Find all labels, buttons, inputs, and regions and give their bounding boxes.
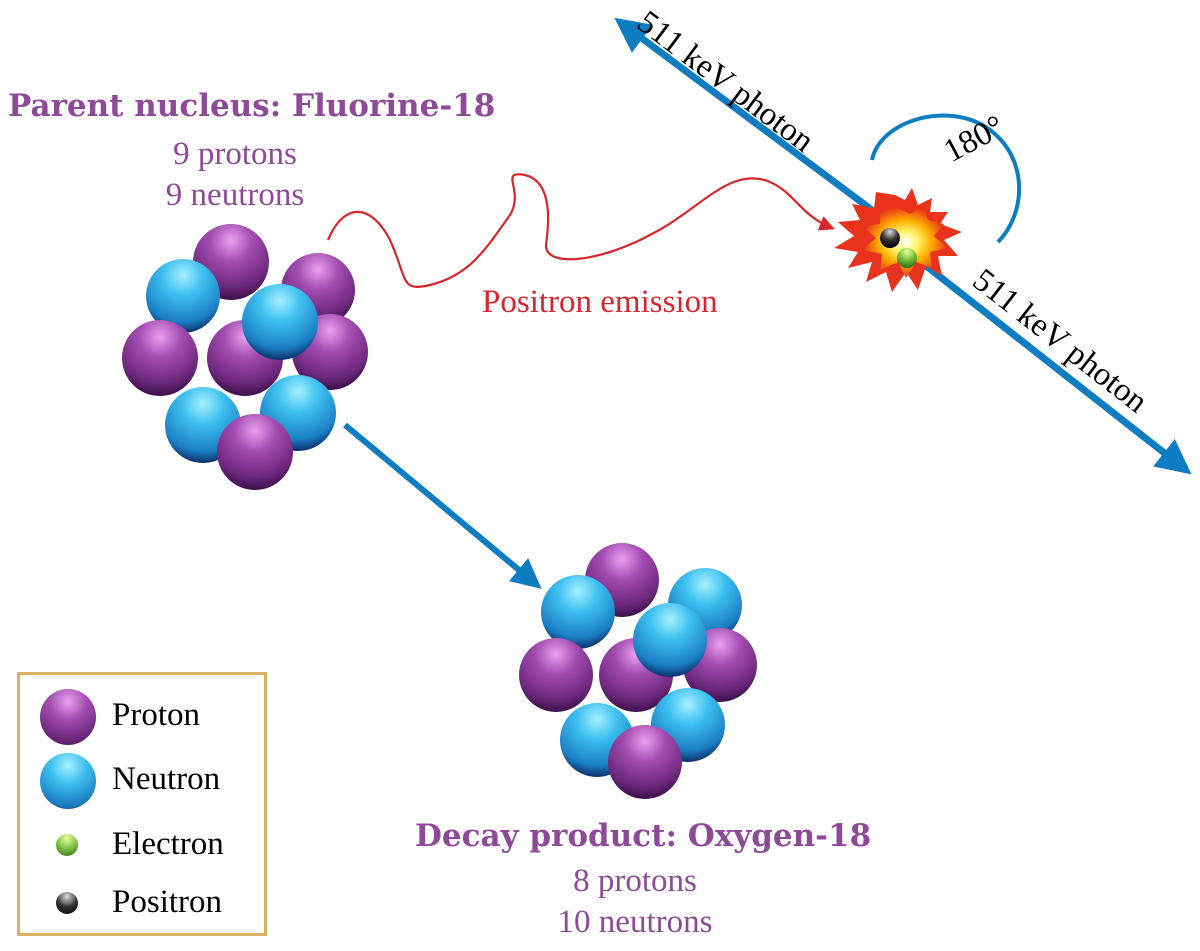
positron-path — [326, 173, 835, 288]
legend-item-proton: Proton — [20, 687, 270, 747]
parent-nucleus — [122, 224, 368, 490]
legend: Proton Neutron Electron Positron — [17, 672, 267, 936]
legend-item-neutron: Neutron — [20, 751, 270, 811]
product-neutrons: 10 neutrons — [557, 904, 713, 940]
proton-sphere — [519, 638, 593, 712]
legend-label: Electron — [112, 826, 224, 862]
neutron-sphere — [146, 259, 220, 333]
product-nucleus — [519, 543, 757, 799]
legend-item-electron: Electron — [20, 816, 270, 876]
parent-neutrons: 9 neutrons — [165, 177, 305, 213]
legend-item-positron: Positron — [20, 874, 270, 934]
angle-arc — [870, 113, 1022, 244]
product-title: Decay product: Oxygen-18 — [415, 818, 872, 854]
legend-label: Proton — [112, 697, 201, 733]
proton-sphere — [217, 414, 293, 490]
parent-title: Parent nucleus: Fluorine-18 — [8, 88, 496, 124]
neutron-sphere — [633, 603, 707, 677]
photon-arrow-down — [922, 262, 1192, 475]
legend-label: Positron — [112, 884, 223, 920]
proton-sphere — [122, 320, 198, 396]
parent-protons: 9 protons — [173, 136, 297, 172]
legend-label: Neutron — [112, 761, 221, 797]
emission-label: Positron emission — [482, 284, 718, 320]
neutron-sphere — [242, 284, 318, 360]
neutron-icon — [40, 753, 96, 809]
positron-sphere — [880, 228, 900, 248]
neutron-sphere — [541, 575, 615, 649]
positron-icon — [56, 892, 78, 914]
annihilation-burst — [834, 188, 962, 292]
product-protons: 8 protons — [573, 863, 697, 899]
electron-sphere — [897, 248, 917, 268]
decay-arrow — [343, 422, 542, 589]
electron-icon — [56, 834, 78, 856]
proton-icon — [40, 689, 96, 745]
photon-arrow-up — [614, 17, 875, 213]
proton-sphere — [608, 725, 682, 799]
